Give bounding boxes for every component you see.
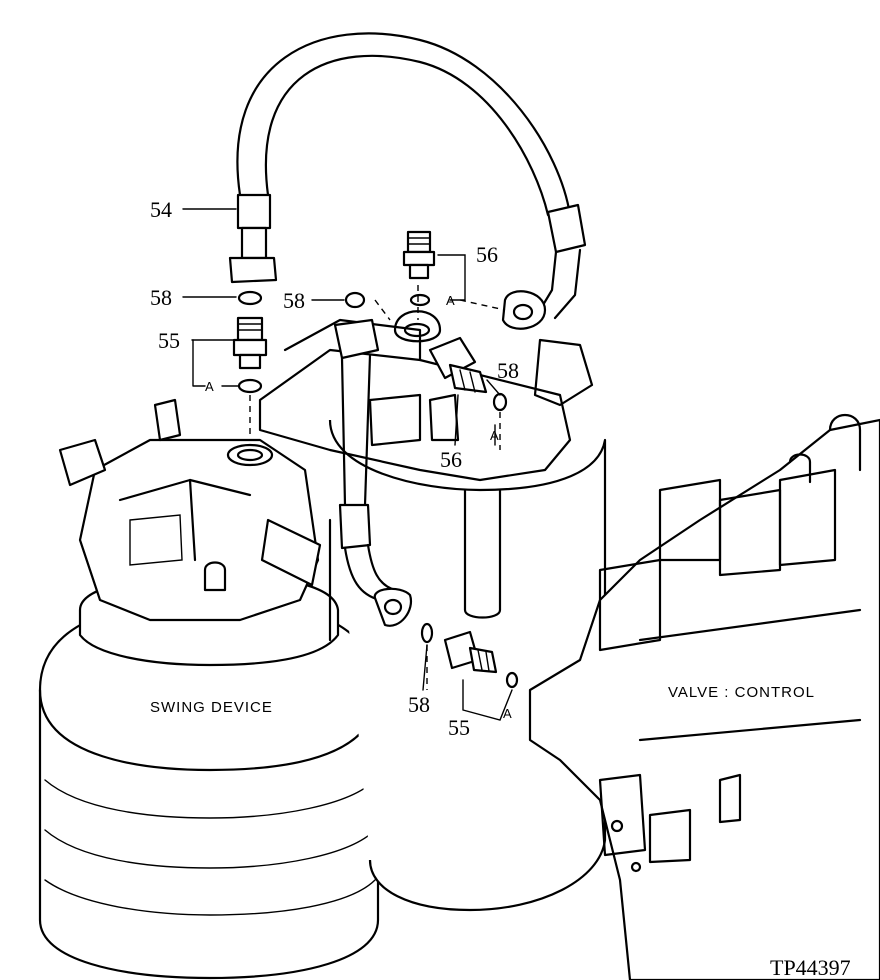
figure-id: TP44397 bbox=[770, 955, 851, 980]
callout-58-left: 58 bbox=[150, 285, 172, 310]
ref-a-left: A bbox=[205, 379, 214, 394]
callout-58-right: 58 bbox=[497, 358, 519, 383]
callout-55-left: 55 bbox=[158, 328, 180, 353]
hose-54 bbox=[228, 32, 587, 330]
oring-58-bottom bbox=[420, 622, 434, 644]
central-valve-block bbox=[258, 310, 607, 912]
callout-58-bottom: 58 bbox=[408, 692, 430, 717]
callout-58-top: 58 bbox=[283, 288, 305, 313]
callout-54: 54 bbox=[150, 197, 172, 222]
ref-a-bottom: A bbox=[503, 706, 512, 721]
oring-a-left bbox=[237, 378, 263, 394]
oring-58-top bbox=[344, 291, 366, 309]
fitting-55-left bbox=[232, 316, 268, 370]
callout-56-mid: 56 bbox=[440, 447, 462, 472]
oring-a-bottom bbox=[505, 671, 519, 689]
ref-a-top: A bbox=[446, 293, 455, 308]
fitting-55-bottom bbox=[443, 630, 498, 674]
alignment-lines bbox=[249, 285, 506, 690]
leader-lines bbox=[182, 208, 513, 721]
fitting-56-top bbox=[402, 230, 436, 280]
label-control-valve: VALVE : CONTROL bbox=[668, 684, 815, 701]
control-valve bbox=[528, 414, 880, 980]
oring-a-top bbox=[409, 293, 431, 307]
oring-58-right bbox=[492, 392, 508, 412]
callout-56-top: 56 bbox=[476, 242, 498, 267]
callout-55-bottom: 55 bbox=[448, 715, 470, 740]
tube-vertical bbox=[333, 318, 413, 627]
label-swing-device: SWING DEVICE bbox=[150, 699, 273, 716]
oring-58-left bbox=[237, 290, 263, 306]
swing-device bbox=[38, 398, 380, 980]
ref-a-right: A bbox=[490, 428, 499, 443]
fitting-56-mid bbox=[428, 336, 488, 394]
